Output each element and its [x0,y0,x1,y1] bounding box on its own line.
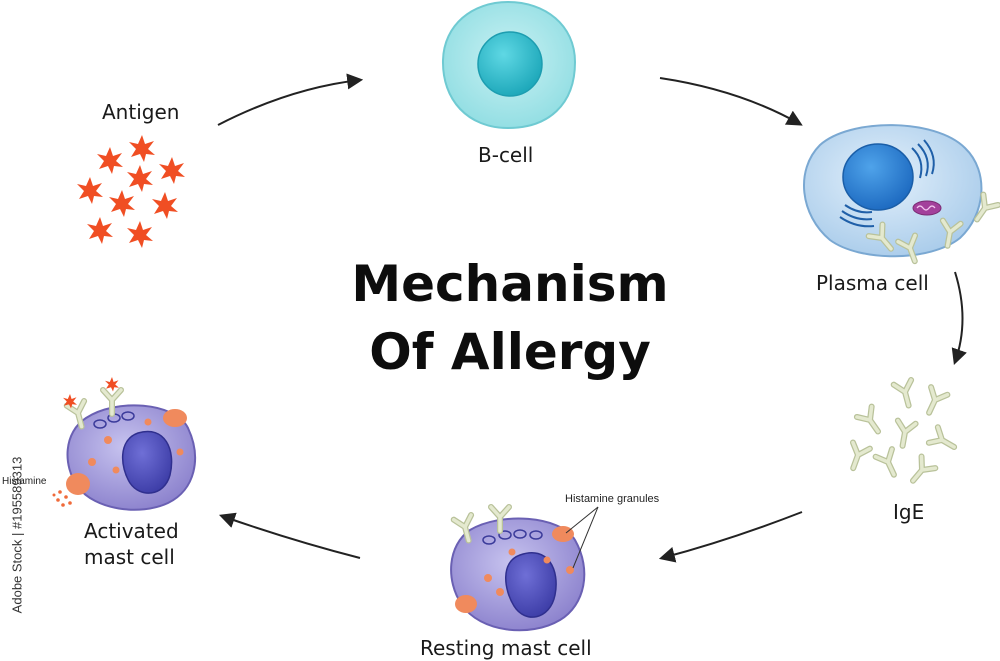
stock-id-watermark: Adobe Stock | #195589313 [9,420,25,650]
title-line-2: Of Allergy [369,323,651,381]
histamine-granules-pointers [565,506,599,569]
cycle-arrows [217,73,967,563]
resting-mast-cell-illustration [450,507,586,632]
ige-antibodies [845,380,959,486]
histamine-label: Histamine [2,476,47,487]
activated-label-line-2: mast cell [84,545,175,569]
arrow-plasma-to-ige [951,271,967,366]
arrow-bcell-to-plasma [659,77,803,126]
resting-mast-cell-label: Resting mast cell [420,636,592,660]
title-line-1: Mechanism [351,255,669,313]
bcell-label: B-cell [478,143,534,167]
antigen-label: Antigen [102,100,180,124]
arrow-antigen-to-bcell [217,73,364,126]
activated-label-line-1: Activated [84,519,179,543]
arrow-resting-to-activated [218,512,361,559]
activated-mast-cell-label: Activated mast cell [84,518,179,570]
diagram-title: Mechanism Of Allergy [300,250,720,386]
arrow-ige-to-resting [658,511,803,563]
plasma-cell-illustration [803,124,998,264]
ige-label: IgE [893,500,925,524]
bcell-illustration [441,0,577,130]
antigen-cluster [77,135,185,248]
plasma-cell-label: Plasma cell [816,271,929,295]
activated-mast-cell-illustration [52,377,196,511]
histamine-granules-label: Histamine granules [565,493,660,505]
stock-id-text: Adobe Stock | #195589313 [9,456,25,614]
